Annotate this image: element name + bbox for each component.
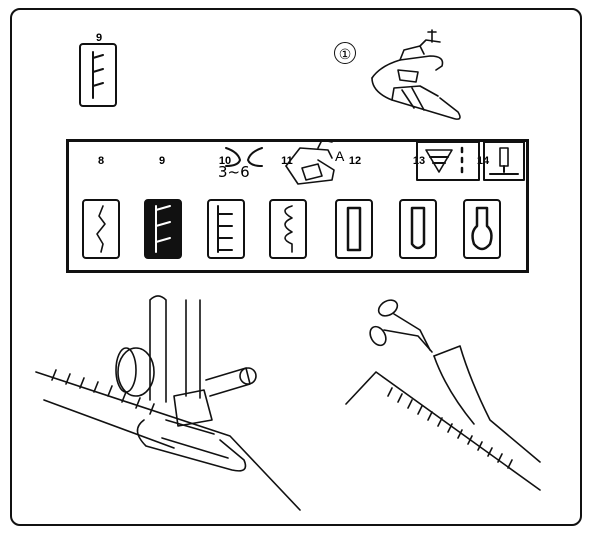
scissors-icon — [367, 297, 432, 352]
stitch-length-icon — [417, 142, 479, 180]
pattern-icon-14 — [464, 200, 500, 258]
buttonhole-lever-icon — [484, 142, 524, 180]
presser-foot-panel-icon — [286, 140, 334, 184]
pattern-icon-11 — [270, 200, 306, 258]
presser-foot-icon — [372, 30, 460, 119]
pattern-icon-12 — [336, 200, 372, 258]
pattern-icon-8 — [83, 200, 119, 258]
thread-tension-icon — [226, 148, 262, 166]
pattern-icon-13 — [400, 200, 436, 258]
selected-pattern-icon — [80, 44, 116, 106]
sewing-foot-illustration — [36, 296, 300, 510]
pattern-icon-10 — [208, 200, 244, 258]
fabric-buttonhole-illustration — [346, 346, 540, 490]
pattern-icon-9-selected — [145, 200, 181, 258]
